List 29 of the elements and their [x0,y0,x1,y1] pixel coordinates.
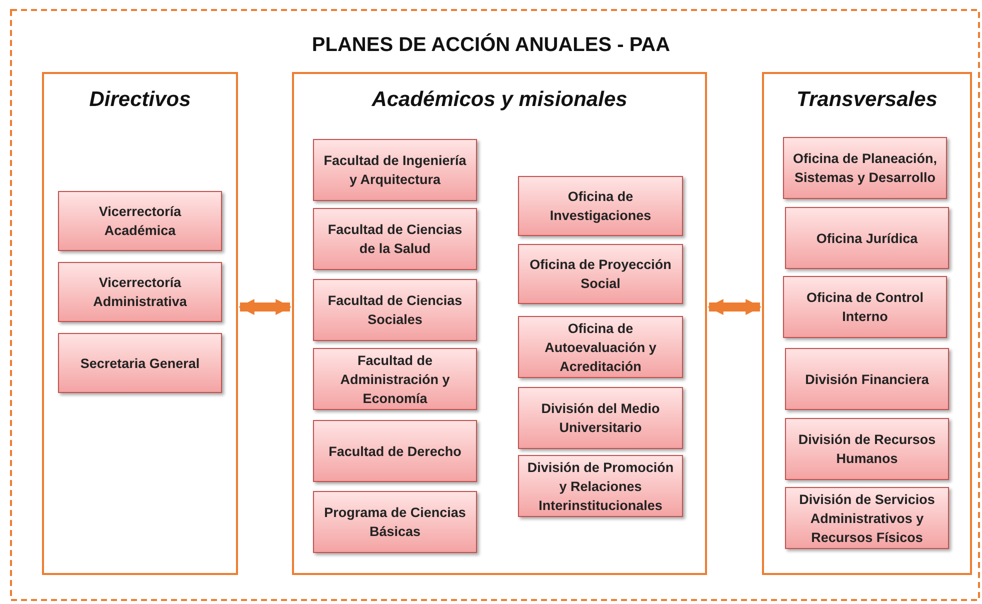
double-arrow [707,299,762,315]
unit-box: Vicerrectoría Administrativa [58,262,222,322]
group-title: Académicos y misionales [370,88,628,112]
unit-box: Oficina de Investigaciones [518,176,683,236]
unit-box: Secretaria General [58,333,222,393]
unit-box: Programa de Ciencias Básicas [313,491,477,553]
unit-box: División de Promoción y Relaciones Interinstitucionales [518,455,683,517]
unit-box: Facultad de Ingeniería y Arquitectura [313,139,477,201]
unit-box: División de Servicios Administrativos y Recursos Físicos [785,487,949,549]
double-arrow [238,299,292,315]
unit-box: Oficina de Control Interno [783,276,947,338]
unit-box: Oficina de Proyección Social [518,244,683,304]
unit-box: Oficina de Autoevaluación y Acreditación [518,316,683,378]
group-panel [762,72,972,575]
unit-box: Facultad de Derecho [313,420,477,482]
group-title: Directivos [88,88,192,112]
unit-box: Facultad de Ciencias Sociales [313,279,477,341]
unit-box: Facultad de Administración y Economía [313,348,477,410]
group-title: Transversales [796,88,938,112]
unit-box: División de Recursos Humanos [785,418,949,480]
group-panel [42,72,238,575]
diagram-title: PLANES DE ACCIÓN ANUALES - PAA [310,34,672,57]
group-panel [292,72,707,575]
unit-box: Oficina de Planeación, Sistemas y Desarrollo [783,137,947,199]
unit-box: Oficina Jurídica [785,207,949,269]
unit-box: Facultad de Ciencias de la Salud [313,208,477,270]
unit-box: División Financiera [785,348,949,410]
unit-box: Vicerrectoría Académica [58,191,222,251]
unit-box: División del Medio Universitario [518,387,683,449]
